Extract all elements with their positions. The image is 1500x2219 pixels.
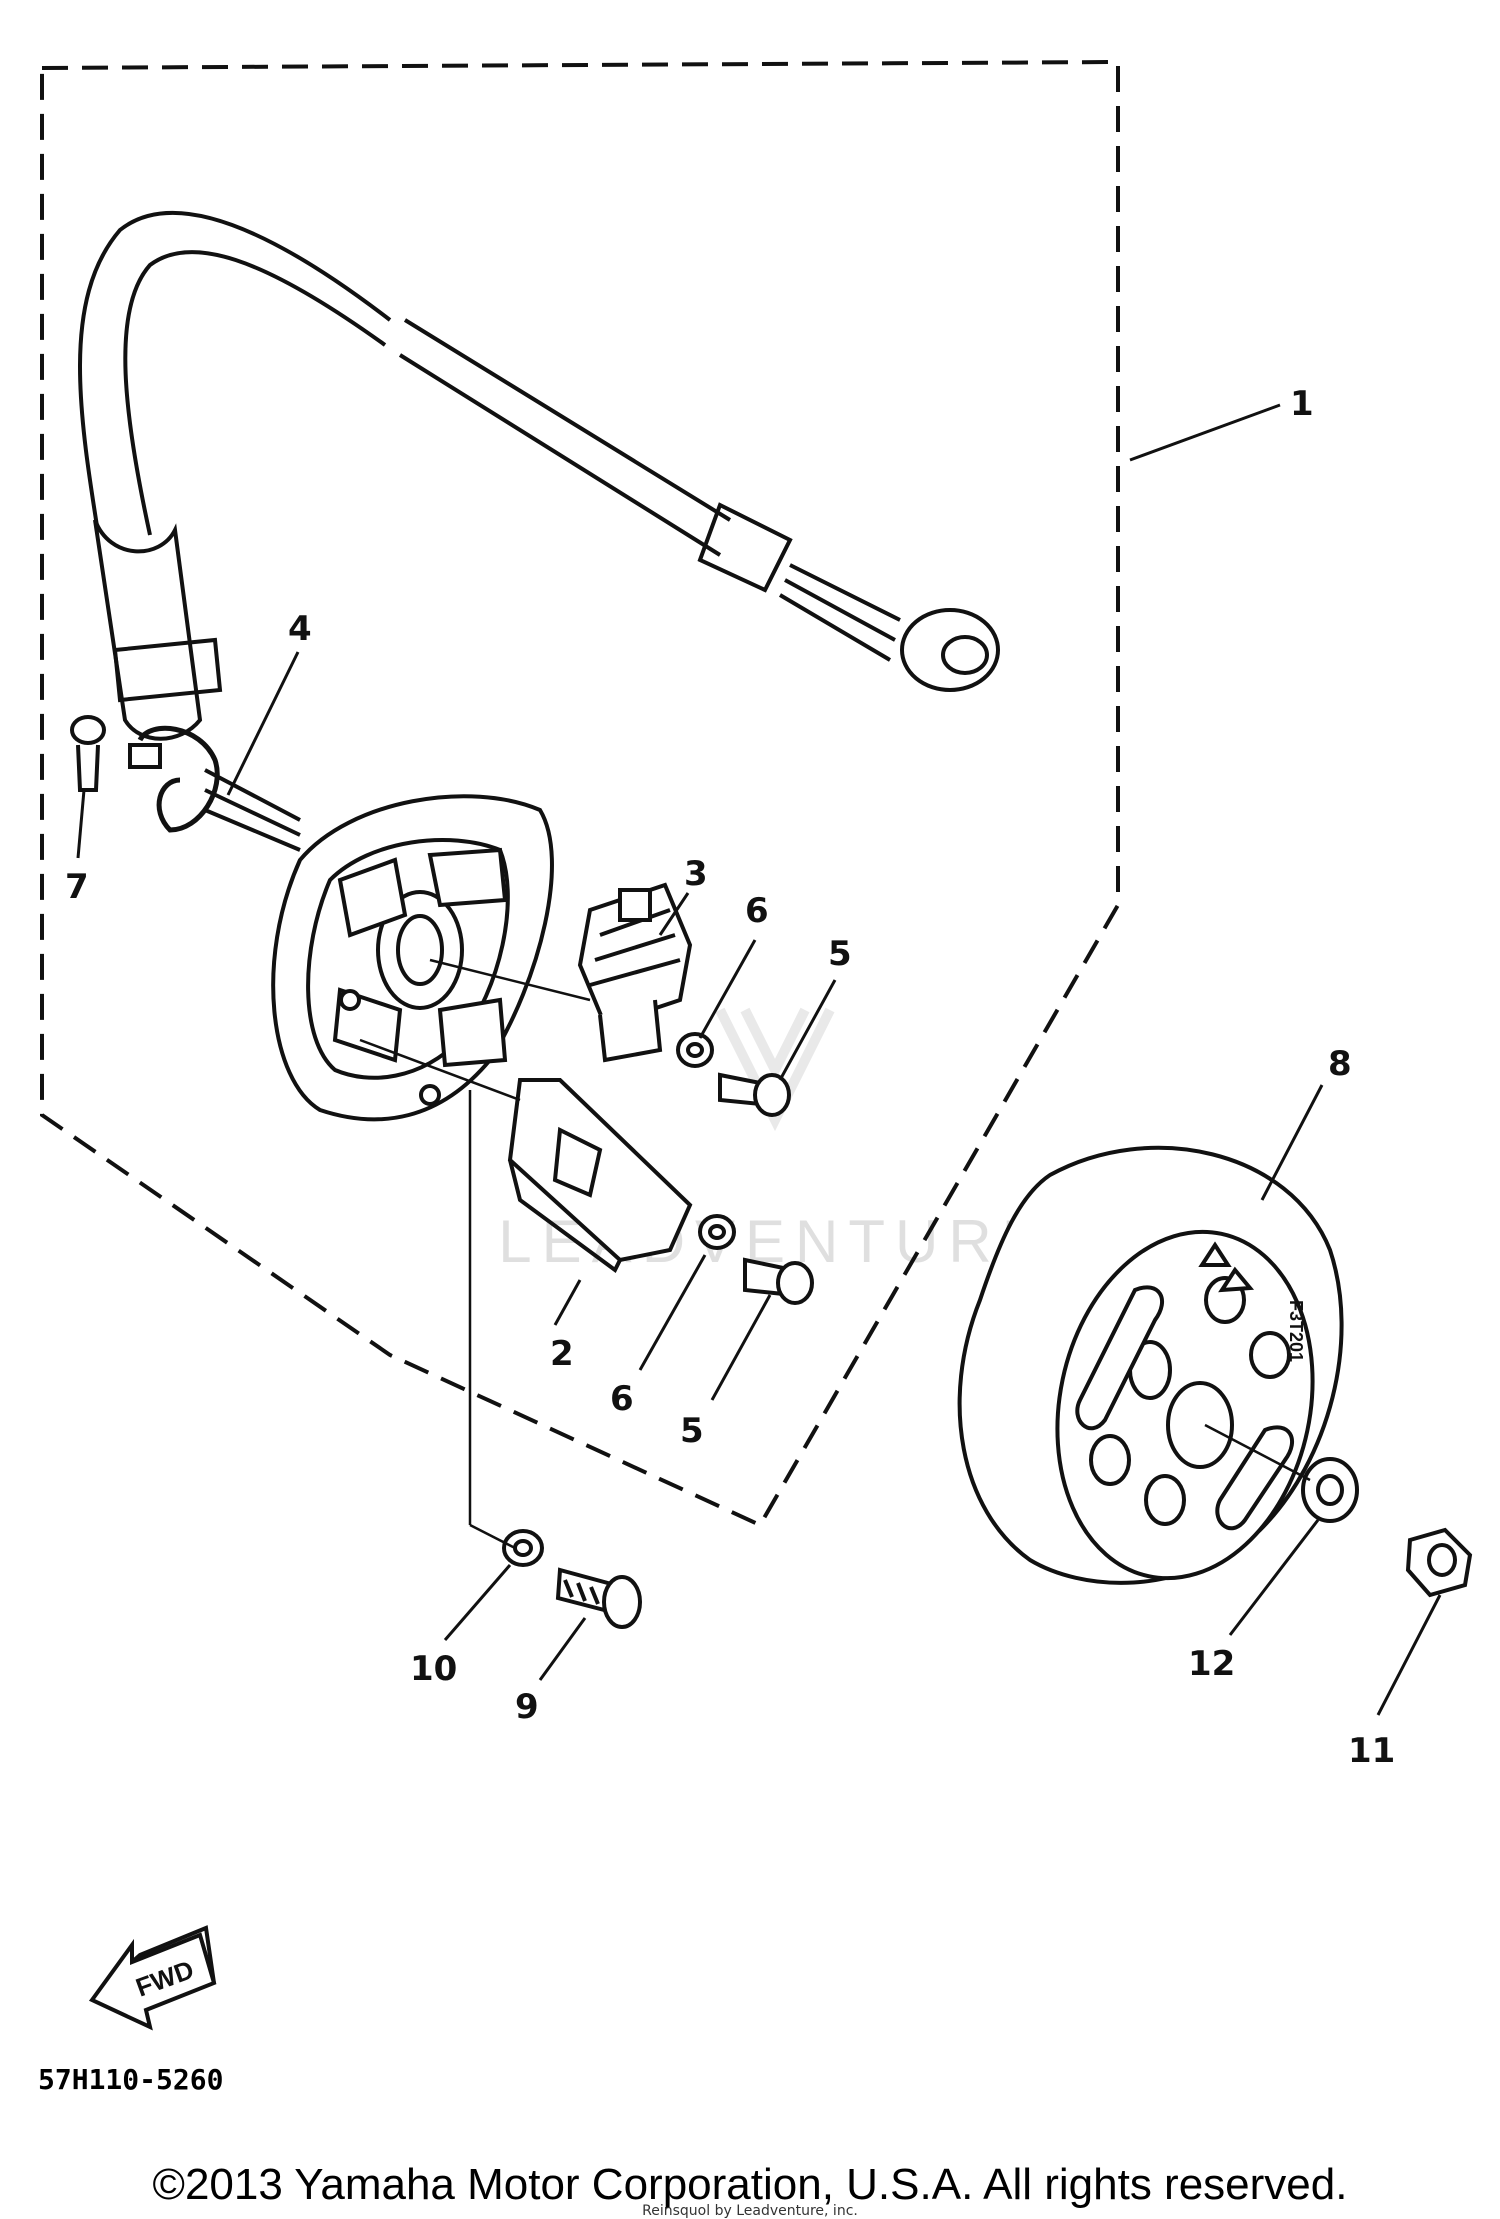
callout-5-lower: 5: [680, 1411, 704, 1451]
pickup-coil: [507, 1078, 693, 1274]
wire-harness: [78, 210, 1000, 852]
flywheel-marking: F3T201: [1286, 1300, 1306, 1362]
wire-clamp: [137, 725, 220, 833]
drawing-code: 57H110-5260: [38, 2063, 224, 2096]
callout-9: 9: [515, 1687, 539, 1727]
callout-3: 3: [684, 854, 708, 894]
callout-1: 1: [1290, 384, 1314, 424]
washer-flywheel: [1301, 1457, 1359, 1523]
screw-upper: [718, 1072, 791, 1117]
leader-lines: [76, 403, 1442, 1716]
callout-5-upper: 5: [828, 934, 852, 974]
washer-bolt: [502, 1529, 544, 1567]
callout-4: 4: [288, 609, 312, 649]
rotor-flywheel: F3T201: [957, 1145, 1344, 1585]
callout-8: 8: [1328, 1044, 1352, 1084]
callout-7: 7: [65, 867, 89, 907]
fwd-arrow-icon: FWD: [88, 1925, 217, 2031]
lighting-coil: [577, 882, 693, 1063]
screw-7: [70, 715, 106, 792]
bolt: [555, 1567, 642, 1629]
screw-lower: [743, 1257, 814, 1305]
nut: [1405, 1527, 1473, 1598]
clamp-tab: [128, 743, 162, 769]
callout-6-upper: 6: [745, 891, 769, 931]
callout-12: 12: [1188, 1644, 1235, 1684]
stator-base-plate: [271, 794, 554, 1122]
callout-2: 2: [550, 1334, 574, 1374]
assembly-boundary-dashed: [40, 59, 1120, 1528]
assembly-lines: [359, 958, 1311, 1550]
washer-upper: [676, 1032, 714, 1068]
callout-6-lower: 6: [610, 1379, 634, 1419]
overprint-notice: Reinsquol by Leadventure, inc.: [642, 2203, 858, 2219]
callout-10: 10: [410, 1649, 457, 1689]
callout-11: 11: [1348, 1731, 1395, 1771]
copyright-notice: ©2013 Yamaha Motor Corporation, U.S.A. A…: [152, 2160, 1348, 2209]
washer-lower: [698, 1214, 736, 1250]
